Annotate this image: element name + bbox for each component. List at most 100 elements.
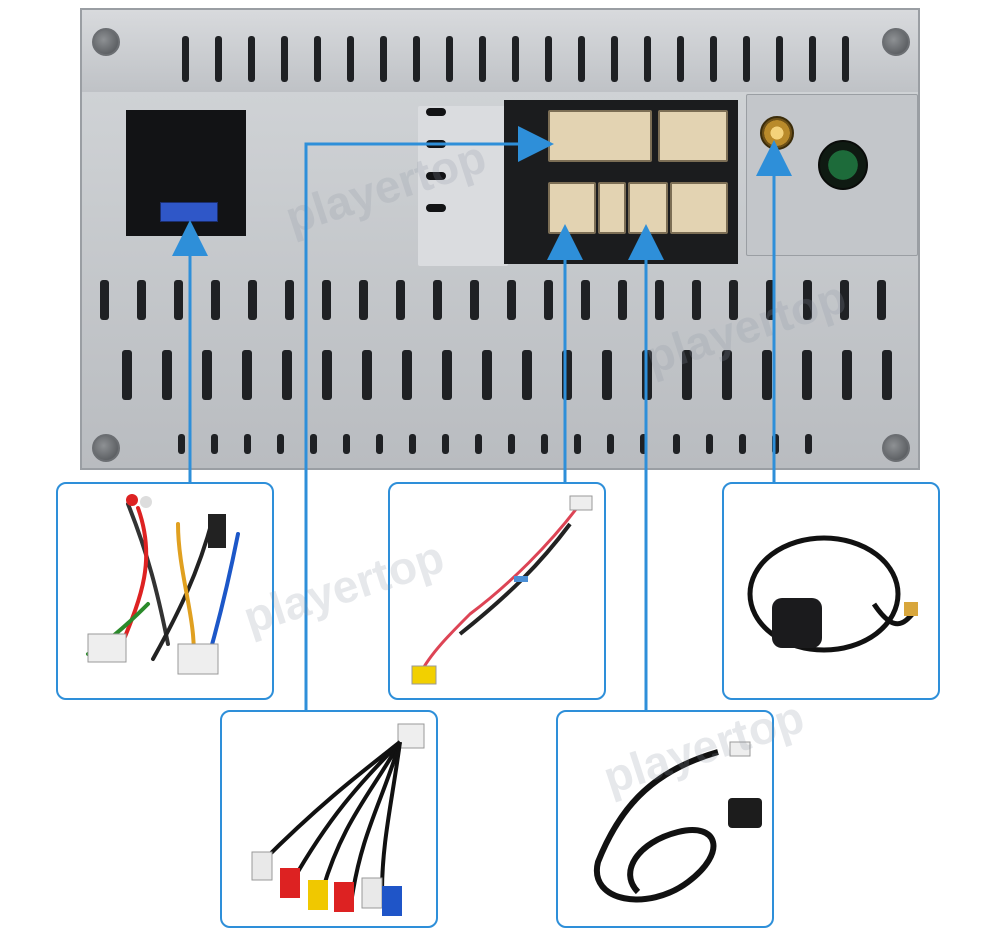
wiring-harness-icon	[86, 494, 240, 675]
vent-slit	[512, 36, 519, 82]
vent-slit	[710, 36, 717, 82]
vent-slit	[677, 36, 684, 82]
vent-slit	[618, 280, 627, 320]
vent-slit	[409, 434, 416, 454]
vent-slit	[805, 434, 812, 454]
vent-slit	[182, 36, 189, 82]
vent-slit	[692, 280, 701, 320]
usb-cable-box	[556, 710, 774, 928]
small-connector	[598, 182, 626, 234]
vent-slit	[310, 434, 317, 454]
red-rca-tip	[126, 494, 138, 506]
vent-slit	[470, 280, 479, 320]
arrow-rca	[304, 126, 554, 710]
vent-slit	[706, 434, 713, 454]
vent-slit	[100, 280, 109, 320]
rca-fan-cable-icon	[251, 723, 425, 916]
vent-slit	[202, 350, 212, 400]
vent-slit	[607, 434, 614, 454]
vent-slit	[322, 350, 332, 400]
rca-camera-cable-icon	[411, 495, 593, 685]
power-harness-box	[56, 482, 274, 700]
vent-slit	[446, 36, 453, 82]
vent-slit	[359, 280, 368, 320]
vent-slit	[174, 280, 183, 320]
vent-slit	[322, 280, 331, 320]
gps-receiver	[772, 598, 822, 648]
vent-slit	[248, 280, 257, 320]
vent-slit	[282, 350, 292, 400]
aux-connector	[658, 110, 728, 162]
vent-slit	[682, 350, 692, 400]
vent-slit	[162, 350, 172, 400]
vent-slit	[644, 36, 651, 82]
usb-plug	[728, 798, 762, 828]
blue-tip	[514, 576, 528, 582]
white-plug	[87, 633, 127, 663]
vent-slit	[842, 350, 852, 400]
vent-slit	[482, 350, 492, 400]
vent-slit	[578, 36, 585, 82]
usb-cable-icon	[593, 741, 762, 903]
vent-slit	[766, 280, 775, 320]
white-rca-tip	[140, 496, 152, 508]
screw-icon	[882, 28, 910, 56]
rca-connector	[548, 110, 652, 162]
vent-slit	[562, 350, 572, 400]
white-plug	[177, 643, 219, 675]
vent-slit	[722, 350, 732, 400]
iso-plug	[208, 514, 226, 548]
vent-slit	[413, 36, 420, 82]
vent-slit	[285, 280, 294, 320]
vent-slit	[242, 350, 252, 400]
vent-slit	[602, 350, 612, 400]
vent-slit	[479, 36, 486, 82]
vent-slit	[640, 434, 647, 454]
yellow-rca-plug	[411, 665, 437, 685]
vent-slit	[743, 36, 750, 82]
vent-slit	[541, 434, 548, 454]
vent-slit	[729, 280, 738, 320]
vent-slit	[776, 36, 783, 82]
vent-slit	[314, 36, 321, 82]
camera-cable-box	[388, 482, 606, 700]
vent-slit	[442, 350, 452, 400]
vent-slit	[762, 350, 772, 400]
white-plug	[729, 741, 751, 757]
vent-slit	[442, 434, 449, 454]
slot-mark	[426, 204, 446, 212]
vent-slit	[178, 434, 185, 454]
white-plug	[569, 495, 593, 511]
vent-slit	[840, 280, 849, 320]
gold-connector	[904, 602, 918, 616]
slot-panel	[418, 106, 508, 266]
screw-icon	[882, 434, 910, 462]
vent-slit	[343, 434, 350, 454]
vent-slit	[277, 434, 284, 454]
vent-slit	[545, 36, 552, 82]
vent-slit	[244, 434, 251, 454]
vent-slit	[544, 280, 553, 320]
vent-slit	[248, 36, 255, 82]
vent-slit	[803, 280, 812, 320]
gps-antenna-icon	[747, 535, 918, 653]
vent-slit	[211, 280, 220, 320]
vent-slit	[475, 434, 482, 454]
vent-slit	[376, 434, 383, 454]
vent-slit	[739, 434, 746, 454]
vent-slit	[877, 280, 886, 320]
vent-slit	[362, 350, 372, 400]
vent-slit	[396, 280, 405, 320]
vent-slit	[673, 434, 680, 454]
vent-slit	[380, 36, 387, 82]
vent-slit	[882, 350, 892, 400]
slot-mark	[426, 172, 446, 180]
rca-output-cable-box	[220, 710, 438, 928]
slot-mark	[426, 108, 446, 116]
vent-slit	[347, 36, 354, 82]
vent-slit	[655, 280, 664, 320]
radio-antenna-port-icon	[818, 140, 868, 190]
vent-slit	[402, 350, 412, 400]
gps-antenna-box	[722, 482, 940, 700]
